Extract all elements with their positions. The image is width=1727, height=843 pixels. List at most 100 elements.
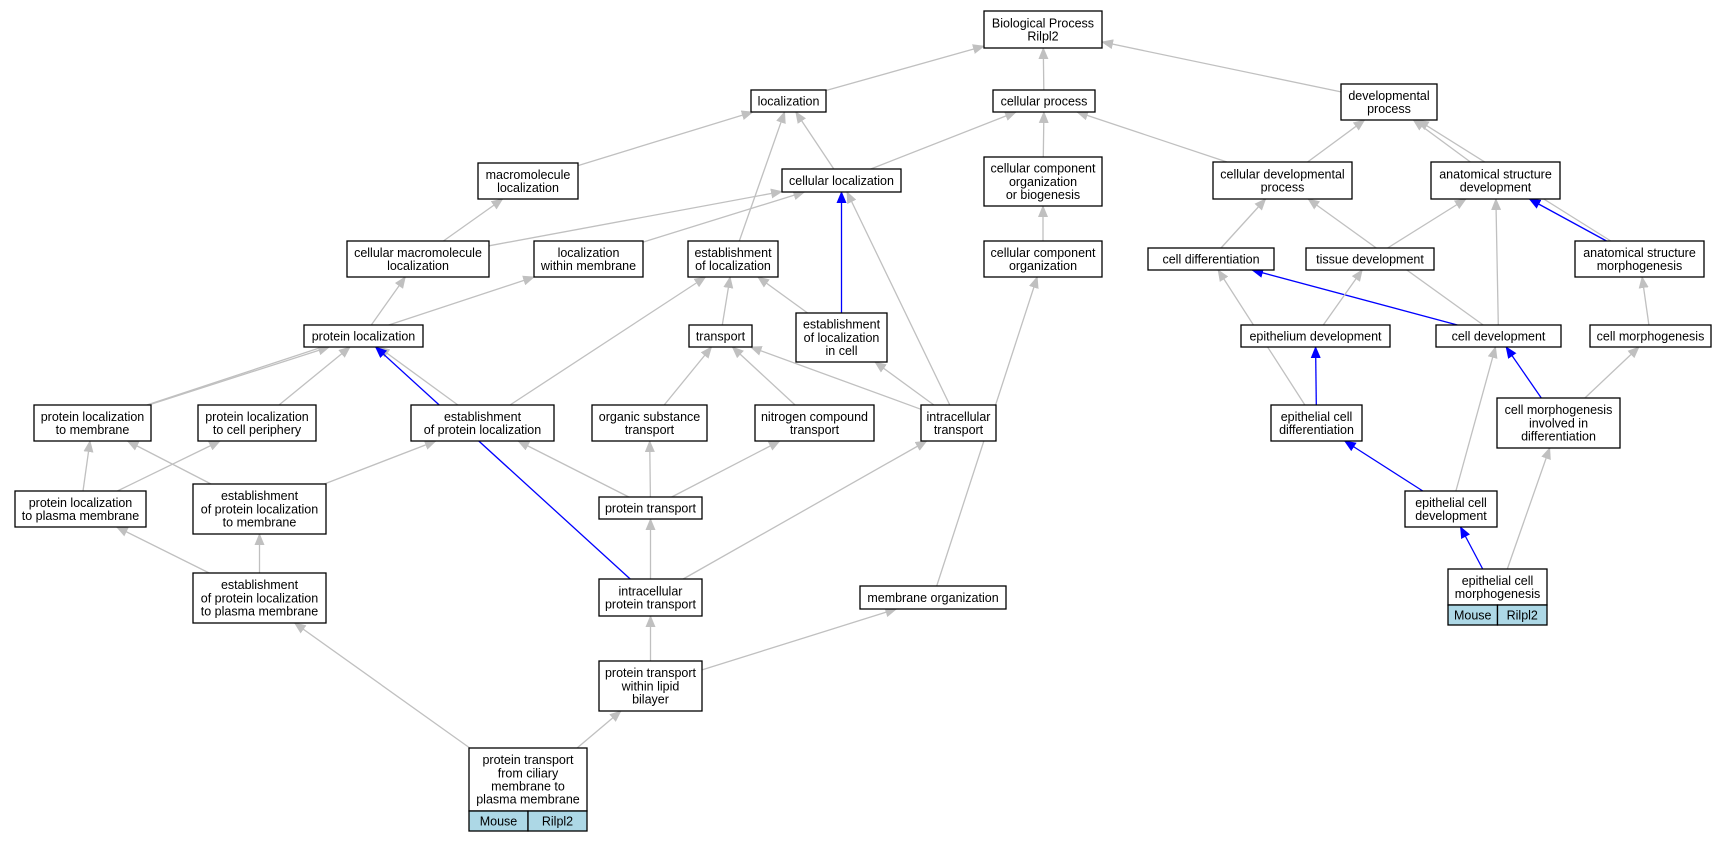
edge-protein-transport-to-nitrogen-compound-transport <box>671 440 781 498</box>
node-box <box>192 572 327 624</box>
node-cellular-process[interactable]: cellular process <box>992 89 1096 113</box>
node-cellular-localization[interactable]: cellular localization <box>781 168 902 193</box>
node-epithelium-development[interactable]: epithelium development <box>1240 324 1391 348</box>
node-box <box>1212 161 1353 200</box>
edge-intracellular-transport-to-cellular-localization <box>846 191 951 406</box>
edge-protein-transport-to-establishment-of-protein-localization <box>517 440 630 498</box>
edge-intracellular-protein-transport-to-intracellular-transport <box>682 440 928 580</box>
edge-localization-within-membrane-to-cellular-localization <box>642 190 806 243</box>
node-box <box>1435 324 1562 348</box>
edge-nitrogen-compound-transport-to-transport <box>731 346 796 406</box>
node-cell-morphogenesis[interactable]: cell morphogenesis <box>1589 324 1712 348</box>
node-label-line: transport <box>696 329 746 343</box>
node-box <box>687 240 779 278</box>
edge-line <box>731 346 796 406</box>
node-transport[interactable]: transport <box>688 324 753 348</box>
node-label-line: establishment <box>221 489 299 503</box>
edge-line <box>870 111 1017 170</box>
node-label-line: macromolecule <box>486 168 571 182</box>
edge-intracellular-transport-to-transport <box>749 346 922 410</box>
edge-cellular-process-to-bp <box>1038 47 1049 91</box>
edge-line <box>1322 269 1363 326</box>
species-label: Mouse <box>480 814 518 828</box>
edge-protein-localization-to-membrane-to-protein-localization <box>148 345 331 406</box>
node-box <box>688 324 753 348</box>
node-box <box>1404 490 1498 528</box>
node-cell-differentiation[interactable]: cell differentiation <box>1147 247 1275 271</box>
node-box <box>303 324 424 348</box>
node-label-line: localization <box>758 94 820 108</box>
edge-line <box>1310 346 1321 406</box>
node-label-line: cell development <box>1452 329 1546 343</box>
node-label-line: epithelial cell <box>1462 574 1534 588</box>
edge-developmental-process-to-bp <box>1101 39 1342 93</box>
node-label-line: of protein localization <box>424 423 541 437</box>
node-label-line: cellular component <box>991 162 1096 176</box>
edge-line <box>377 346 459 406</box>
node-tissue-development[interactable]: tissue development <box>1305 247 1435 271</box>
node-label-line: differentiation <box>1521 430 1596 444</box>
edge-protein-localization-to-plasma-membrane-to-protein-localization-to-membrane <box>82 440 94 492</box>
node-label-line: process <box>1367 102 1411 116</box>
edge-line <box>846 191 951 406</box>
node-protein-localization[interactable]: protein localization <box>303 324 424 348</box>
edge-epithelial-cell-differentiation-to-epithelium-development <box>1310 346 1321 406</box>
node-membrane-organization[interactable]: membrane organization <box>859 585 1007 610</box>
node-label-line: to membrane <box>56 423 130 437</box>
edge-establishment-of-protein-localization-to-protein-localization <box>377 346 459 406</box>
node-box <box>983 156 1103 207</box>
node-cell-development[interactable]: cell development <box>1435 324 1562 348</box>
node-label-line: developmental <box>1348 89 1429 103</box>
node-box <box>1430 161 1561 200</box>
node-box <box>1240 324 1391 348</box>
node-box <box>1496 397 1621 449</box>
edge-line <box>117 440 221 492</box>
edge-epithelial-cell-morphogenesis-to-cell-morphogenesis-involved-in-differentiation <box>1506 447 1551 570</box>
node-label-line: cell morphogenesis <box>1505 403 1613 417</box>
node-localization[interactable]: localization <box>750 89 827 113</box>
gene-tag: Mouse Rilpl2 <box>468 810 588 832</box>
edge-line <box>370 276 406 326</box>
edge-line <box>825 44 985 92</box>
node-box <box>983 10 1103 49</box>
edge-cellular-macromolecule-localization-to-cellular-localization <box>488 188 783 247</box>
gene-label: Rilpl2 <box>542 814 573 828</box>
edge-protein-localization-to-cellular-macromolecule-localization <box>370 276 406 326</box>
edge-epithelial-cell-development-to-cell-development <box>1455 346 1498 492</box>
node-label-line: process <box>1261 181 1305 195</box>
node-box <box>859 585 1007 610</box>
node-label-line: membrane to <box>491 780 565 794</box>
edge-cell-differentiation-to-cellular-developmental-process <box>1220 198 1267 249</box>
node-protein-transport[interactable]: protein transport <box>598 496 703 520</box>
edge-line <box>1528 198 1607 242</box>
